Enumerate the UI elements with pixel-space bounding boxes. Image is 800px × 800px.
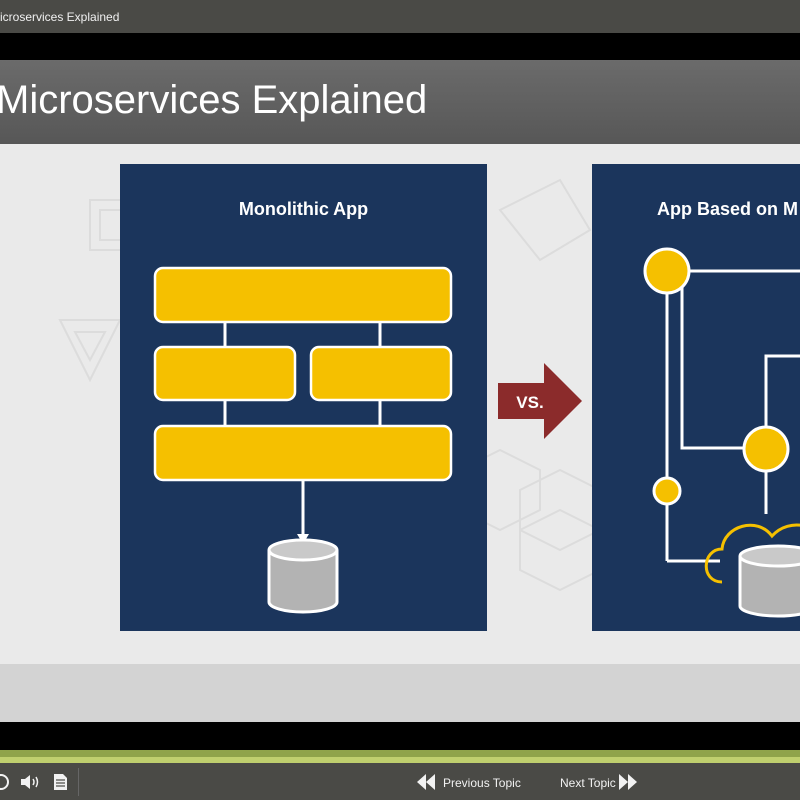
replay-icon[interactable] bbox=[0, 773, 10, 791]
slide-area: Microservices Explained Monolithic App bbox=[0, 60, 800, 722]
vs-arrow-icon: VS. bbox=[498, 363, 582, 439]
bottom-letterbox bbox=[0, 722, 800, 750]
next-topic-button[interactable]: Next Topic bbox=[560, 772, 640, 792]
slide-footer bbox=[0, 664, 800, 722]
app-layer-block bbox=[153, 424, 453, 482]
vs-label: VS. bbox=[516, 393, 543, 412]
previous-topic-label: Previous Topic bbox=[443, 776, 521, 790]
monolithic-diagram bbox=[153, 266, 453, 614]
slide-title: Microservices Explained bbox=[0, 78, 428, 122]
microservices-diagram bbox=[643, 247, 800, 618]
monolithic-panel: Monolithic App bbox=[120, 164, 487, 631]
service-node bbox=[652, 476, 682, 506]
database-icon bbox=[738, 544, 800, 618]
app-module-block bbox=[309, 345, 453, 402]
service-node bbox=[742, 425, 790, 473]
previous-icon bbox=[417, 774, 435, 790]
database-icon bbox=[267, 538, 339, 614]
microservices-panel: App Based on M bbox=[592, 164, 800, 631]
microservices-panel-title: App Based on M bbox=[657, 199, 799, 219]
connector-line bbox=[764, 354, 800, 426]
slide-header: Microservices Explained bbox=[0, 60, 800, 144]
app-layer-block bbox=[153, 266, 453, 324]
service-node bbox=[643, 247, 691, 295]
next-topic-label: Next Topic bbox=[560, 776, 616, 790]
top-letterbox bbox=[0, 33, 800, 60]
control-divider bbox=[78, 768, 79, 796]
volume-icon[interactable] bbox=[20, 773, 40, 791]
progress-bar[interactable] bbox=[0, 750, 800, 757]
monolithic-panel-title: Monolithic App bbox=[238, 199, 369, 219]
window-title: icroservices Explained bbox=[0, 10, 120, 24]
window-titlebar: icroservices Explained bbox=[0, 0, 800, 33]
player-control-bar: Previous Topic Next Topic bbox=[0, 763, 800, 800]
connector-line bbox=[680, 286, 744, 450]
cloud-icon bbox=[704, 523, 800, 584]
app-module-block bbox=[153, 345, 297, 402]
next-icon bbox=[619, 774, 637, 790]
progress-bar-highlight bbox=[0, 757, 800, 763]
previous-topic-button[interactable]: Previous Topic bbox=[417, 772, 522, 792]
transcript-icon[interactable] bbox=[53, 773, 69, 791]
